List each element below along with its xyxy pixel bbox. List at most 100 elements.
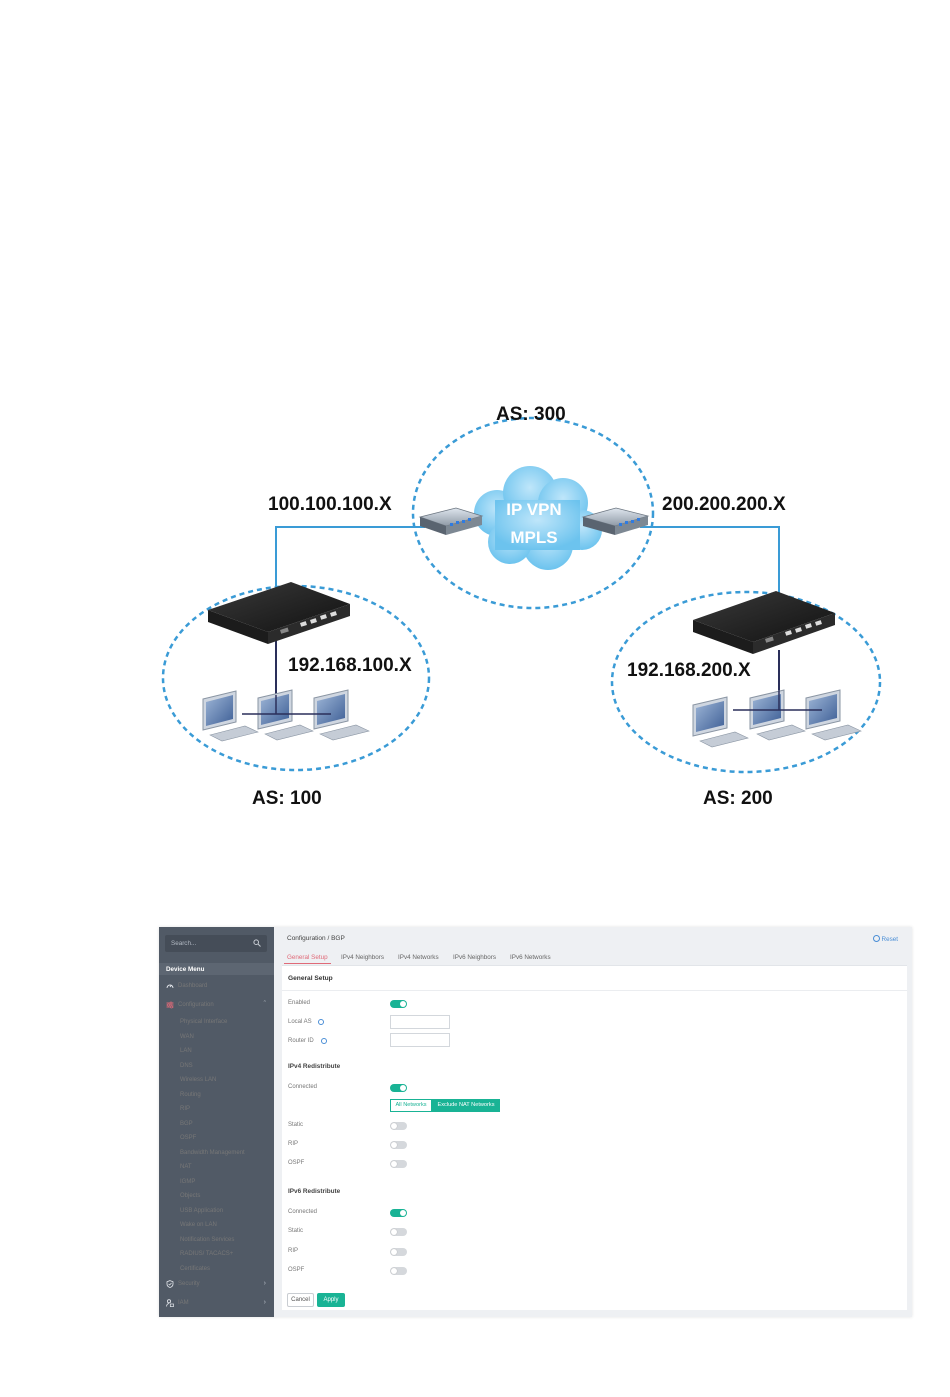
bgp-network-diagram: IP VPN MPLS AS: 300 100.100.100.X 200.20… <box>0 380 950 820</box>
sidebar-subitem[interactable]: DNS <box>159 1060 274 1072</box>
search-placeholder: Search... <box>171 940 197 947</box>
shield-icon <box>166 1280 174 1288</box>
tab-ipv4-neighbors[interactable]: IPv4 Neighbors <box>341 954 385 961</box>
sidebar-subitem-bgp[interactable]: BGP <box>159 1118 274 1130</box>
search-box[interactable]: Search... <box>165 935 267 952</box>
exclude-nat-networks-option[interactable]: Exclude NAT Networks <box>432 1099 500 1112</box>
reset-label: Reset <box>881 936 898 943</box>
sidebar-subitem[interactable]: Objects <box>159 1190 274 1202</box>
user-lock-icon <box>166 1299 174 1307</box>
cloud-icon <box>474 466 602 570</box>
pc-icon-right-1 <box>692 696 749 748</box>
sidebar-subitem[interactable]: NAT <box>159 1161 274 1173</box>
sidebar-subitem[interactable]: Physical Interface <box>159 1016 274 1028</box>
all-networks-option[interactable]: All Networks <box>390 1099 432 1112</box>
dashboard-icon <box>166 984 174 989</box>
ipv4-static-toggle[interactable] <box>390 1122 407 1130</box>
router-icon-right <box>693 591 835 654</box>
router-web-ui: Search... Device Menu Dashboard Configur… <box>159 927 912 1317</box>
link-line-right <box>640 526 780 610</box>
sidebar-subitem-label: BGP <box>180 1120 193 1127</box>
diagram-graphics: IP VPN MPLS <box>161 416 882 774</box>
sidebar-subitem[interactable]: OSPF <box>159 1132 274 1144</box>
info-icon[interactable] <box>318 1019 324 1025</box>
sidebar-subitem[interactable]: Certificates <box>159 1263 274 1275</box>
ipv4-static-label: Static <box>288 1122 304 1128</box>
link-left-label: 100.100.100.X <box>268 494 392 515</box>
divider <box>282 990 907 991</box>
pc-icon-right-3 <box>805 689 862 741</box>
sidebar-subitem-label: NAT <box>180 1164 192 1170</box>
sliders-icon <box>166 1001 174 1009</box>
sidebar-subitem-label: RADIUS/ TACACS+ <box>180 1251 234 1257</box>
sidebar-item-label: IAM <box>178 1300 189 1306</box>
sidebar-subitem[interactable]: Wake on LAN <box>159 1219 274 1231</box>
ipv4-ospf-toggle[interactable] <box>390 1160 407 1168</box>
sidebar-subitem-label: Bandwidth Management <box>180 1149 245 1156</box>
sidebar-subitem[interactable]: Routing <box>159 1089 274 1101</box>
sidebar-subitem-label: RIP <box>180 1106 191 1112</box>
info-icon[interactable] <box>321 1038 327 1044</box>
sidebar-item-label: Configuration <box>178 1002 214 1008</box>
ipv6-ospf-toggle[interactable] <box>390 1267 407 1275</box>
ipv6-rip-toggle[interactable] <box>390 1248 407 1256</box>
sidebar-subitem[interactable]: LAN <box>159 1045 274 1057</box>
ipv6-redistribute-heading: IPv6 Redistribute <box>288 1188 341 1195</box>
reset-button[interactable]: Reset <box>872 935 898 943</box>
sidebar-subitem-label: Certificates <box>180 1265 211 1272</box>
sidebar-item-configuration[interactable]: Configuration ˆ <box>159 999 274 1011</box>
device-menu-title: Device Menu <box>159 963 274 975</box>
main-panel: Configuration / BGP Reset General Setup … <box>274 927 912 1317</box>
tab-general-setup[interactable]: General Setup <box>287 954 328 961</box>
sidebar-subitem[interactable]: RADIUS/ TACACS+ <box>159 1248 274 1260</box>
sidebar-subitem[interactable]: Bandwidth Management <box>159 1147 274 1159</box>
ipv6-static-label: Static <box>288 1228 304 1234</box>
sidebar-item-label: Security <box>178 1281 200 1287</box>
ipv6-connected-label: Connected <box>288 1209 318 1215</box>
sidebar-subitem[interactable]: Notification Services <box>159 1234 274 1246</box>
sidebar-item-security[interactable]: Security › <box>159 1278 274 1290</box>
sidebar-subitem[interactable]: IGMP <box>159 1176 274 1188</box>
chevron-right-icon: › <box>263 1299 266 1306</box>
search-icon[interactable] <box>253 939 261 947</box>
router-id-input[interactable] <box>390 1033 450 1047</box>
ipv4-rip-label: RIP <box>288 1141 299 1147</box>
sidebar-subitem[interactable]: RIP <box>159 1103 274 1115</box>
pc-icon-right-2 <box>749 689 806 741</box>
tab-ipv6-networks[interactable]: IPv6 Networks <box>510 954 551 961</box>
chevron-up-icon: ˆ <box>263 1001 266 1008</box>
as300-boundary <box>411 416 655 610</box>
ipv6-connected-toggle[interactable] <box>390 1209 407 1217</box>
tab-ipv4-networks[interactable]: IPv4 Networks <box>398 954 439 961</box>
tab-ipv6-neighbors[interactable]: IPv6 Neighbors <box>453 954 497 961</box>
sidebar-subitem[interactable]: USB Application <box>159 1205 274 1217</box>
general-setup-card: General Setup Enabled Local AS Router ID… <box>282 965 907 1310</box>
ipv6-static-toggle[interactable] <box>390 1228 407 1236</box>
as200-boundary <box>610 590 882 774</box>
as300-label: AS: 300 <box>496 404 566 425</box>
ipv4-rip-toggle[interactable] <box>390 1141 407 1149</box>
chevron-right-icon: › <box>263 1280 266 1287</box>
sidebar-subitem[interactable]: Wireless LAN <box>159 1074 274 1086</box>
pc-icon-left-2 <box>257 689 314 741</box>
sidebar-subitem[interactable]: WAN <box>159 1031 274 1043</box>
reset-icon <box>872 935 880 942</box>
ipv4-connected-toggle[interactable] <box>390 1084 407 1092</box>
router-id-label: Router ID <box>288 1038 314 1044</box>
enabled-toggle[interactable] <box>390 1000 407 1008</box>
card-title: General Setup <box>288 975 333 982</box>
switch-icon-right <box>581 507 650 535</box>
enabled-label: Enabled <box>288 1000 311 1006</box>
apply-button[interactable]: Apply <box>317 1293 345 1307</box>
sidebar-subitem-label: Wake on LAN <box>180 1222 217 1228</box>
sidebar-subitem-label: Routing <box>180 1091 201 1098</box>
sidebar-subitem-label: OSPF <box>180 1135 197 1141</box>
sidebar-item-iam[interactable]: IAM › <box>159 1297 274 1309</box>
breadcrumb: Configuration / BGP <box>287 935 345 942</box>
sidebar-item-dashboard[interactable]: Dashboard <box>159 980 274 992</box>
cancel-button[interactable]: Cancel <box>287 1293 314 1307</box>
sidebar: Search... Device Menu Dashboard Configur… <box>159 927 274 1317</box>
ipv6-ospf-label: OSPF <box>288 1267 305 1273</box>
as100-label: AS: 100 <box>252 788 322 809</box>
local-as-input[interactable] <box>390 1015 450 1029</box>
